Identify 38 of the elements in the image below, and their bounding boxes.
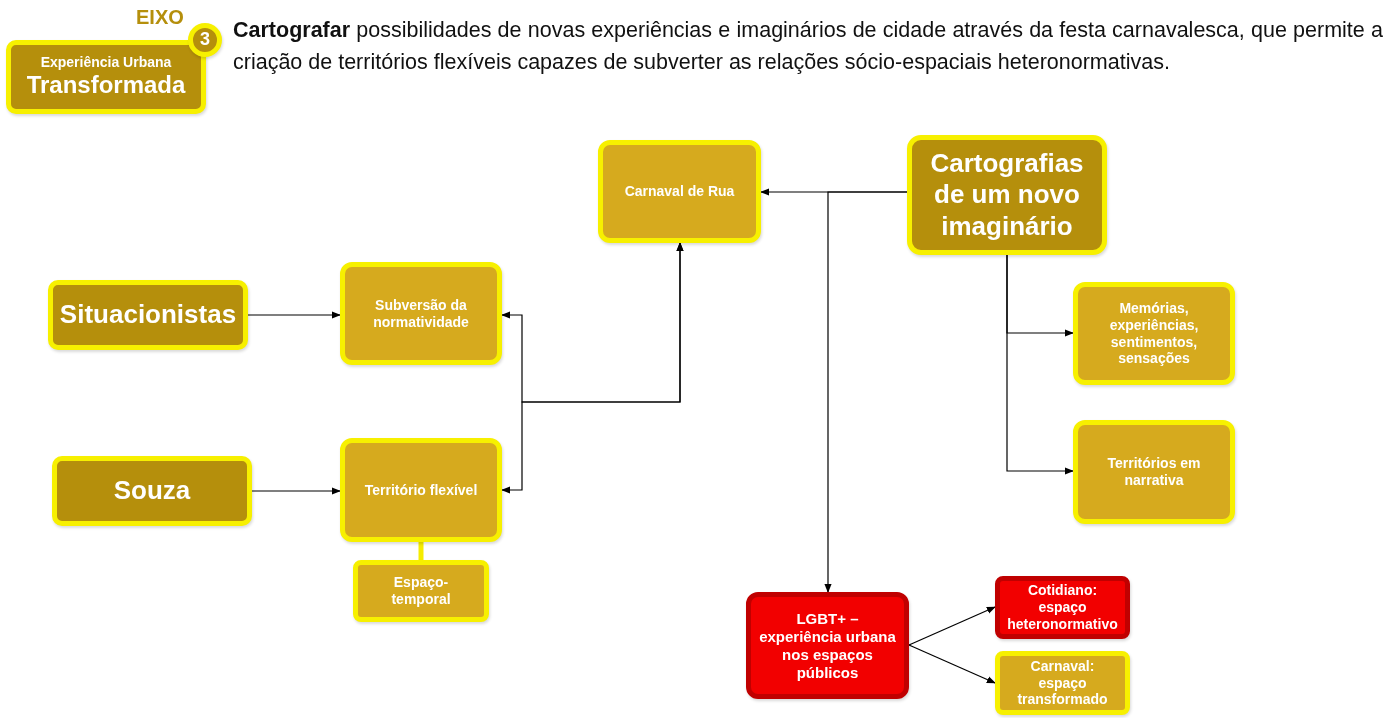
node-label: 3 <box>200 29 210 51</box>
concept-box <box>995 651 1130 715</box>
arrow <box>1006 254 1074 475</box>
concept-box <box>353 560 489 622</box>
concept-box <box>598 140 761 243</box>
node-label: LGBT+ – experiência urbana nos espaços públicos <box>759 609 896 682</box>
arrow <box>908 644 996 684</box>
node-label: Território flexível <box>364 481 478 499</box>
arrow <box>251 487 341 495</box>
node-label: Carnaval de Rua <box>624 183 735 200</box>
description-text: Cartografar possibilidades de novas experiências e imaginários de cidade através da festa carnavalesca, que permite a criação de territórios flexíveis capazes de subverter as relações sócio-espaciais heteronormativas. <box>233 17 1383 77</box>
node-label: Cotidiano: espaço heteronormativo <box>1007 582 1118 633</box>
concept-box <box>52 456 252 526</box>
concept-box <box>1073 282 1235 385</box>
axis-heading: EIXO <box>136 6 184 29</box>
arrow <box>501 242 684 494</box>
concept-box <box>746 592 909 699</box>
concept-box <box>340 262 502 365</box>
concept-box <box>907 135 1107 255</box>
node-label: Espaço-temporal <box>390 574 452 608</box>
concept-box <box>48 280 248 350</box>
node-label: Subversão da normatividade <box>372 296 470 331</box>
node-label: Carnaval: espaço transformado <box>1016 657 1109 709</box>
node-label: Souza <box>113 475 191 507</box>
node-label: Memórias, experiências, sentimentos, sensações <box>1108 299 1200 368</box>
concept-box <box>995 576 1130 639</box>
concept-box <box>340 438 502 542</box>
arrow <box>824 191 908 593</box>
number-badge <box>188 23 222 57</box>
concept-box <box>1073 420 1235 524</box>
node-label: Transformada <box>26 71 186 100</box>
node-label: Situacionistas <box>59 299 237 331</box>
node-label: Cartografias de um novo imaginário <box>929 148 1085 242</box>
arrow <box>908 606 996 646</box>
connector-bar <box>418 542 424 560</box>
arrow <box>247 311 341 319</box>
node-label: Experiência Urbana <box>40 54 172 71</box>
node-label: Territórios em narrativa <box>1106 455 1202 489</box>
